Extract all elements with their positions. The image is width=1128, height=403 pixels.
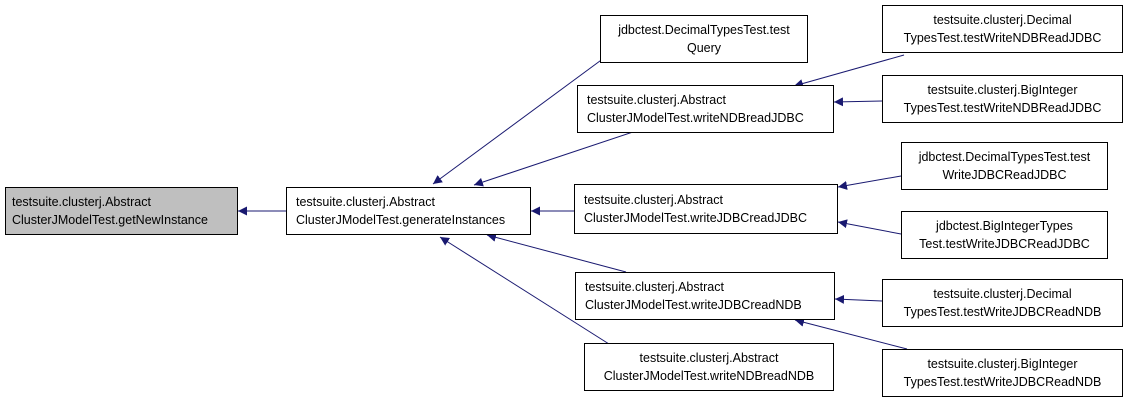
node-label-line1: testsuite.clusterj.Abstract xyxy=(639,351,779,365)
edge-jdbcBigint-to-writeJDBCreadJDBC xyxy=(837,219,902,235)
node-label-line2: ClusterJModelTest.writeNDBreadJDBC xyxy=(587,111,804,125)
node-jdbc-biginteger-write-jdbc-read-jdbc[interactable]: jdbctest.BigIntegerTypes Test.testWriteJ… xyxy=(901,211,1108,259)
node-label-line2: Query xyxy=(686,41,722,55)
node-decimal-write-jdbc-read-ndb[interactable]: testsuite.clusterj.Decimal TypesTest.tes… xyxy=(882,279,1123,327)
node-label-line1: testsuite.clusterj.Decimal xyxy=(933,13,1072,27)
node-label-line1: jdbctest.DecimalTypesTest.test xyxy=(918,150,1091,164)
edge-writeNDBreadNDB-to-generateInstances xyxy=(439,236,610,345)
edge-bigintWriteJDBCReadNDB-to-writeJDBCreadNDB xyxy=(794,317,908,350)
node-label-line1: testsuite.clusterj.Abstract xyxy=(585,280,724,294)
node-label-line1: jdbctest.DecimalTypesTest.test xyxy=(618,23,790,37)
node-label-line1: testsuite.clusterj.Abstract xyxy=(12,195,151,209)
node-label-line2: Test.testWriteJDBCReadJDBC xyxy=(919,237,1090,251)
node-label-line1: testsuite.clusterj.Decimal xyxy=(933,287,1072,301)
node-label-line2: ClusterJModelTest.getNewInstance xyxy=(12,213,208,227)
node-biginteger-write-ndb-read-jdbc[interactable]: testsuite.clusterj.BigInteger TypesTest.… xyxy=(882,75,1123,123)
node-label-line2: TypesTest.testWriteJDBCReadNDB xyxy=(903,305,1102,319)
node-generate-instances[interactable]: testsuite.clusterj.Abstract ClusterJMode… xyxy=(286,187,531,235)
node-write-jdbc-read-jdbc[interactable]: testsuite.clusterj.Abstract ClusterJMode… xyxy=(574,184,838,234)
node-label-line1: testsuite.clusterj.Abstract xyxy=(584,193,723,207)
edge-writeNDBreadJDBC-to-generateInstances xyxy=(473,130,637,187)
node-label-line2: ClusterJModelTest.writeNDBreadNDB xyxy=(603,369,815,383)
node-biginteger-write-jdbc-read-ndb[interactable]: testsuite.clusterj.BigInteger TypesTest.… xyxy=(882,349,1123,397)
node-label-line2: WriteJDBCReadJDBC xyxy=(942,168,1067,182)
node-write-ndb-read-jdbc[interactable]: testsuite.clusterj.Abstract ClusterJMode… xyxy=(577,85,834,133)
edge-decimalWriteNDBReadJDBC-to-writeNDBreadJDBC xyxy=(793,54,905,88)
node-label-line1: testsuite.clusterj.BigInteger xyxy=(927,83,1078,97)
node-label-line1: testsuite.clusterj.Abstract xyxy=(296,195,435,209)
edge-writeJDBCreadNDB-to-generateInstances xyxy=(486,232,627,273)
node-get-new-instance[interactable]: testsuite.clusterj.Abstract ClusterJMode… xyxy=(5,187,238,235)
node-label-line2: TypesTest.testWriteNDBReadJDBC xyxy=(903,101,1102,115)
node-label-line1: testsuite.clusterj.Abstract xyxy=(587,93,726,107)
node-label-line2: ClusterJModelTest.writeJDBCreadJDBC xyxy=(584,211,807,225)
edge-decimalTestQuery-to-generateInstances xyxy=(432,57,605,185)
edge-decimalWriteJDBCReadNDB-to-writeJDBCreadNDB xyxy=(834,294,883,304)
node-label-line2: ClusterJModelTest.writeJDBCreadNDB xyxy=(585,298,802,312)
node-decimal-write-ndb-read-jdbc[interactable]: testsuite.clusterj.Decimal TypesTest.tes… xyxy=(882,5,1123,53)
node-decimal-types-test-query[interactable]: jdbctest.DecimalTypesTest.test Query xyxy=(600,15,808,63)
node-label-line2: TypesTest.testWriteNDBReadJDBC xyxy=(903,31,1102,45)
node-label-line2: ClusterJModelTest.generateInstances xyxy=(296,213,506,227)
edge-jdbcDecimal-to-writeJDBCreadJDBC xyxy=(837,175,902,190)
node-label-line1: jdbctest.BigIntegerTypes xyxy=(936,219,1073,233)
node-label-line1: testsuite.clusterj.BigInteger xyxy=(927,357,1078,371)
node-jdbc-decimal-write-jdbc-read-jdbc[interactable]: jdbctest.DecimalTypesTest.test WriteJDBC… xyxy=(901,142,1108,190)
node-write-jdbc-read-ndb[interactable]: testsuite.clusterj.Abstract ClusterJMode… xyxy=(575,272,835,320)
node-label-line2: TypesTest.testWriteJDBCReadNDB xyxy=(903,375,1102,389)
edge-bigintWriteNDBReadJDBC-to-writeNDBreadJDBC xyxy=(833,97,883,107)
node-write-ndb-read-ndb[interactable]: testsuite.clusterj.Abstract ClusterJMode… xyxy=(584,343,834,391)
